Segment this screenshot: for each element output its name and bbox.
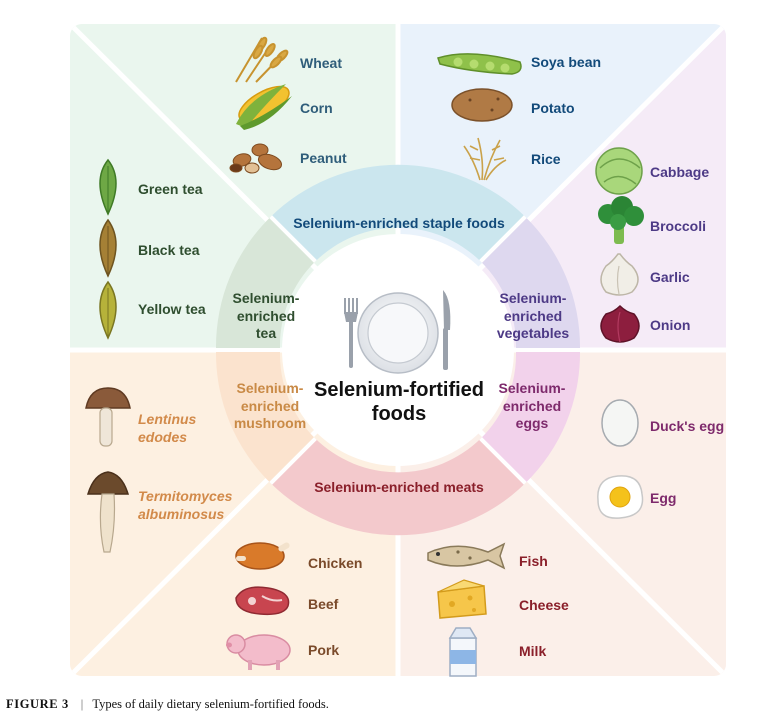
item-label-pork: Pork <box>308 643 339 657</box>
beef-icon <box>236 587 289 614</box>
ring-label-line: Selenium- <box>216 380 324 398</box>
item-label-soya-bean: Soya bean <box>531 55 601 69</box>
item-label-peanut: Peanut <box>300 151 347 165</box>
ring-label-eggs: Selenium- enriched eggs <box>482 380 582 433</box>
item-label-garlic: Garlic <box>650 270 690 284</box>
center-title-line2: foods <box>300 402 498 426</box>
ring-label-line: enriched <box>478 308 588 326</box>
item-label-broccoli: Broccoli <box>650 219 706 233</box>
item-label-wheat: Wheat <box>300 56 342 70</box>
ring-label-staple: Selenium-enriched staple foods <box>268 215 530 233</box>
cabbage-icon <box>596 148 642 194</box>
ring-label-line: Selenium- <box>478 290 588 308</box>
item-label-cheese: Cheese <box>519 598 569 612</box>
item-label-chicken: Chicken <box>308 556 362 570</box>
ring-label-vegetables: Selenium- enriched vegetables <box>478 290 588 343</box>
caption-text: Types of daily dietary selenium-fortifie… <box>92 697 329 711</box>
ring-label-line: tea <box>216 325 316 343</box>
item-label-beef: Beef <box>308 597 338 611</box>
ring-label-line: enriched <box>482 398 582 416</box>
ring-label-line: eggs <box>482 415 582 433</box>
item-label-green-tea: Green tea <box>138 182 203 196</box>
ring-label-line: vegetables <box>478 325 588 343</box>
duck-egg-icon <box>602 400 638 446</box>
ring-label-line: Selenium- <box>482 380 582 398</box>
milk-carton-icon <box>450 628 476 676</box>
figure-number: FIGURE 3 <box>6 697 69 711</box>
item-label-black-tea: Black tea <box>138 243 199 257</box>
item-label-cabbage: Cabbage <box>650 165 709 179</box>
caption-separator: | <box>81 697 84 711</box>
item-label-line: Termitomyces <box>138 487 232 505</box>
plate-icon <box>358 293 438 373</box>
ring-label-line: Selenium- <box>216 290 316 308</box>
item-label-potato: Potato <box>531 101 575 115</box>
item-label-line: albuminosus <box>138 505 232 523</box>
figure-caption: FIGURE 3 | Types of daily dietary selenium… <box>6 697 329 712</box>
item-label-rice: Rice <box>531 152 561 166</box>
item-label-line: Lentinus <box>138 410 196 428</box>
ring-label-meats: Selenium-enriched meats <box>268 479 530 497</box>
fried-egg-icon <box>598 476 643 518</box>
item-label-yellow-tea: Yellow tea <box>138 302 206 316</box>
ring-label-tea: Selenium- enriched tea <box>216 290 316 343</box>
center-title-line1: Selenium-fortified <box>300 378 498 402</box>
center-title: Selenium-fortified foods <box>300 378 498 427</box>
item-label-fish: Fish <box>519 554 548 568</box>
item-label-milk: Milk <box>519 644 546 658</box>
item-label-lentinus-edodes: Lentinus edodes <box>138 410 196 446</box>
item-label-termitomyces-albuminosus: Termitomyces albuminosus <box>138 487 232 523</box>
item-label-line: edodes <box>138 428 196 446</box>
ring-label-line: mushroom <box>216 415 324 433</box>
ring-label-mushroom: Selenium- enriched mushroom <box>216 380 324 433</box>
ring-label-line: enriched <box>216 308 316 326</box>
ring-label-line: enriched <box>216 398 324 416</box>
item-label-corn: Corn <box>300 101 333 115</box>
item-label-egg: Egg <box>650 491 676 505</box>
item-label-onion: Onion <box>650 318 690 332</box>
item-label-ducks-egg: Duck's egg <box>650 419 724 433</box>
potato-icon <box>452 89 512 121</box>
